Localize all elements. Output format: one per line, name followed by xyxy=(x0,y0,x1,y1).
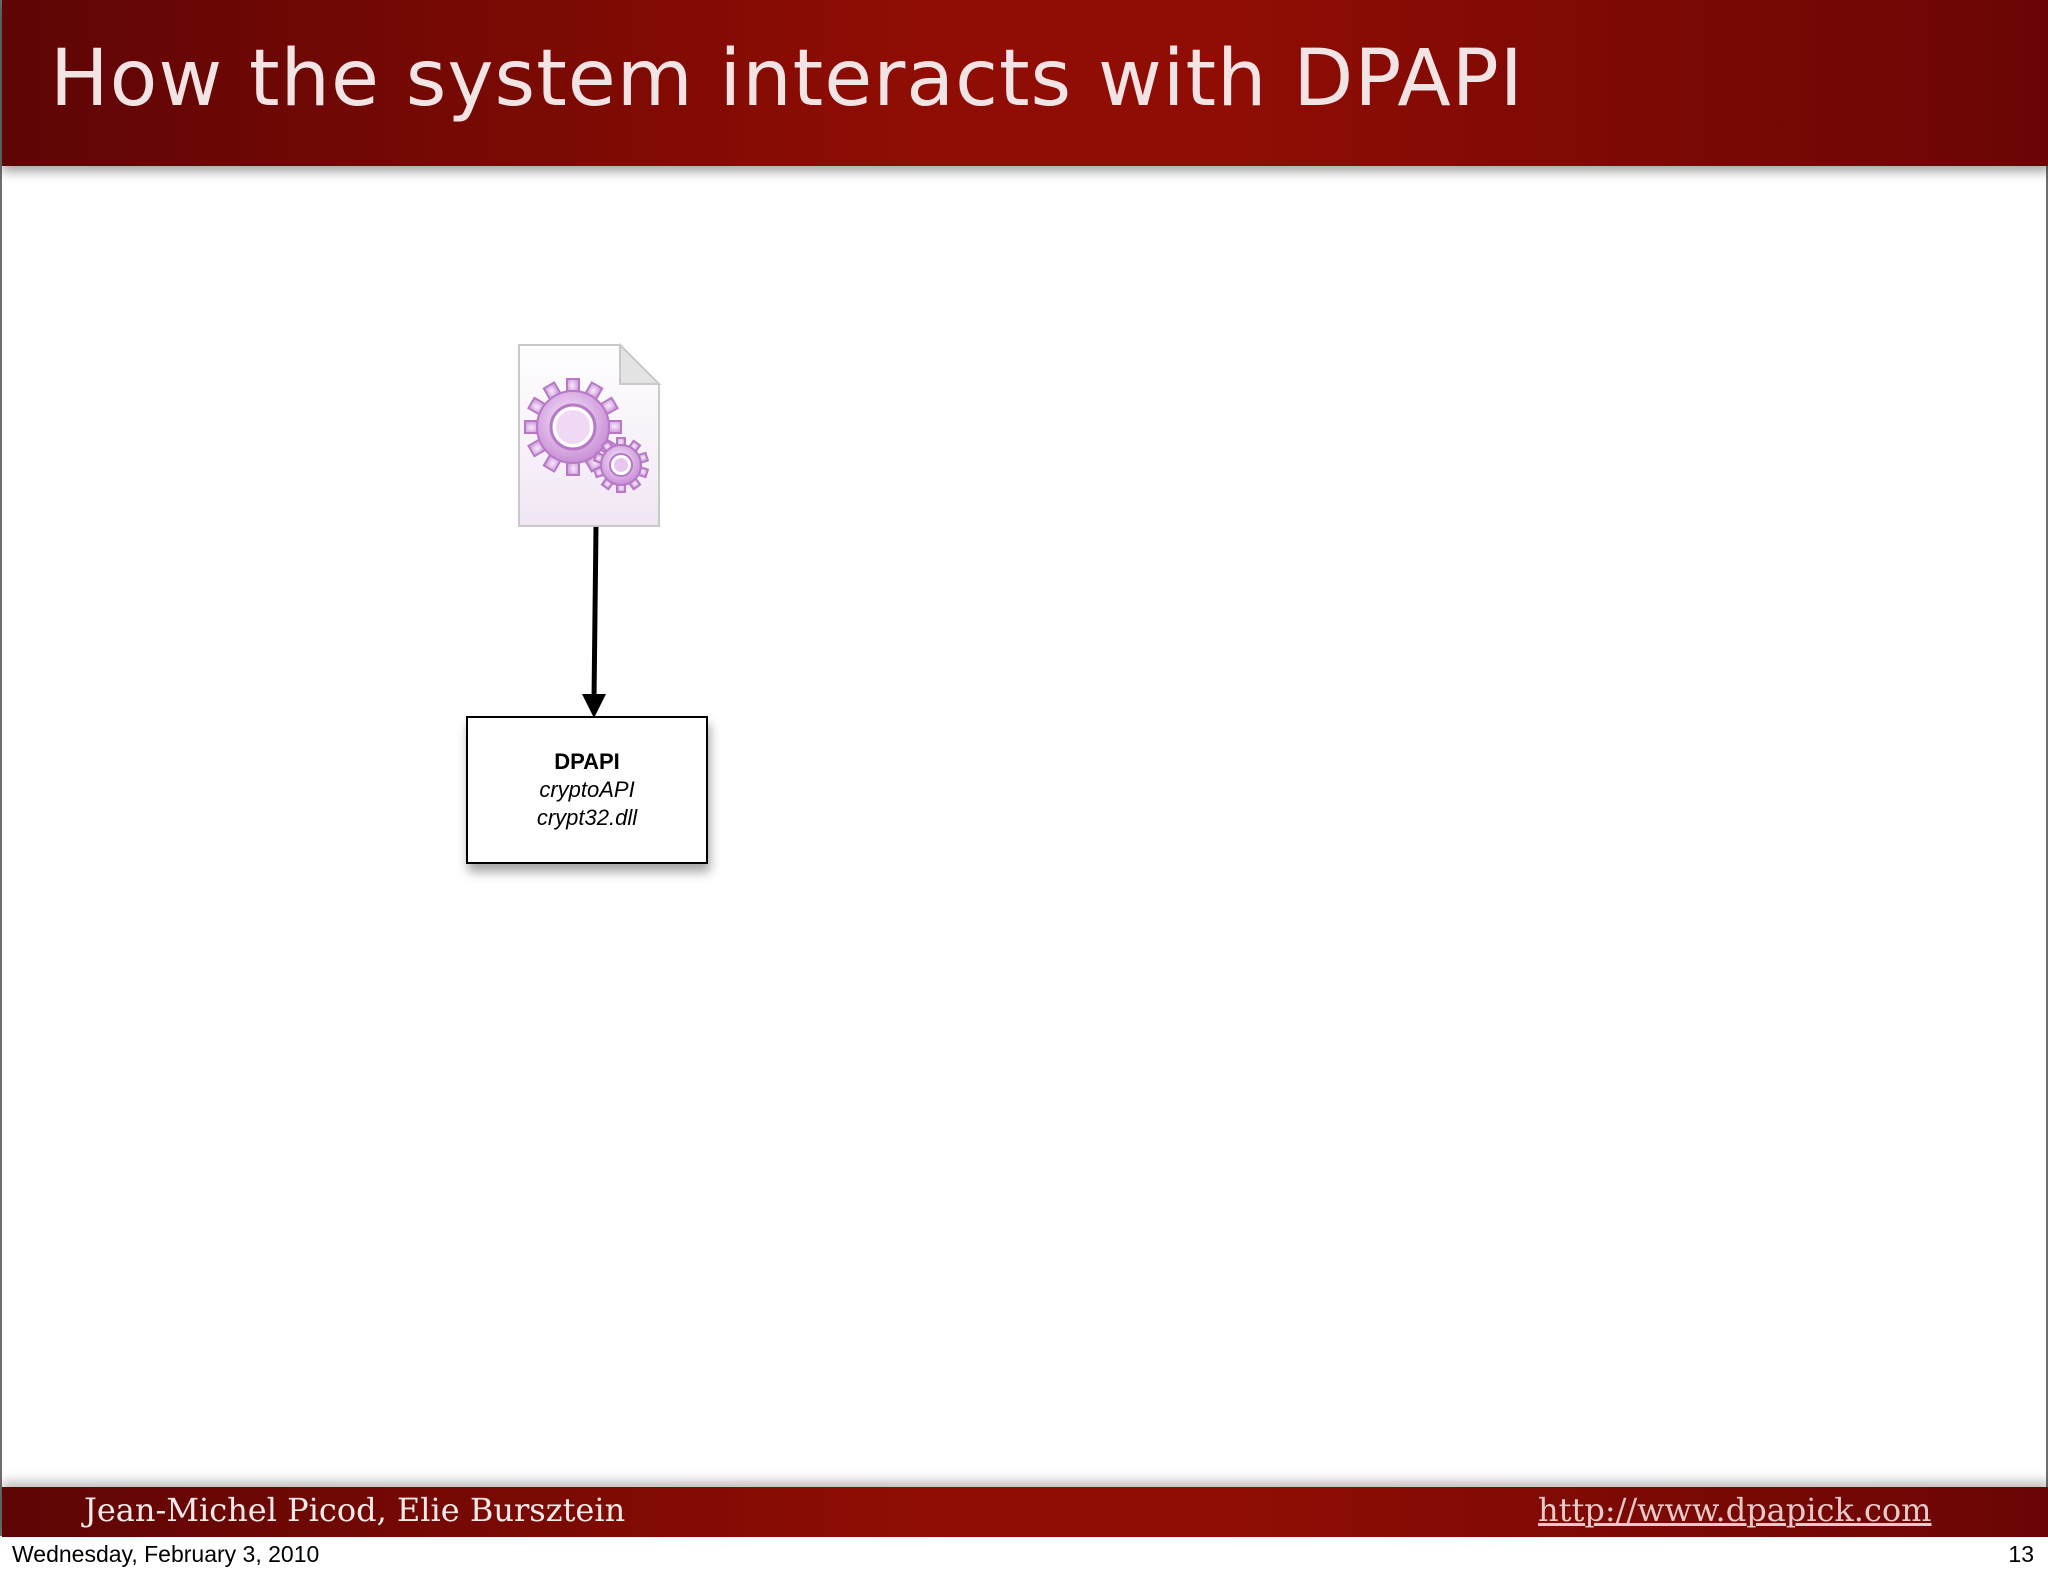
dpapi-box: DPAPI cryptoAPI crypt32.dll xyxy=(466,716,708,864)
slide: How the system interacts with DPAPI xyxy=(0,0,2048,1537)
slide-title: How the system interacts with DPAPI xyxy=(50,34,1524,124)
arrow-connector xyxy=(582,526,606,718)
diagram-canvas xyxy=(518,342,662,718)
footer-bar: Jean-Michel Picod, Elie Bursztein http:/… xyxy=(2,1487,2048,1537)
page-number: 13 xyxy=(2008,1541,2034,1567)
footer-link[interactable]: http://www.dpapick.com xyxy=(1538,1491,1932,1529)
dpapi-box-title: DPAPI xyxy=(554,749,620,774)
dpapi-box-line-cryptoapi: cryptoAPI xyxy=(539,777,635,802)
slide-date: Wednesday, February 3, 2010 xyxy=(12,1541,320,1567)
diagram: DPAPI cryptoAPI crypt32.dll xyxy=(2,0,2048,1536)
dpapi-box-line-dll: crypt32.dll xyxy=(536,805,638,830)
footer-authors: Jean-Michel Picod, Elie Bursztein xyxy=(84,1491,626,1529)
executable-file-gears-icon xyxy=(518,342,662,527)
title-bar: How the system interacts with DPAPI xyxy=(2,0,2048,166)
